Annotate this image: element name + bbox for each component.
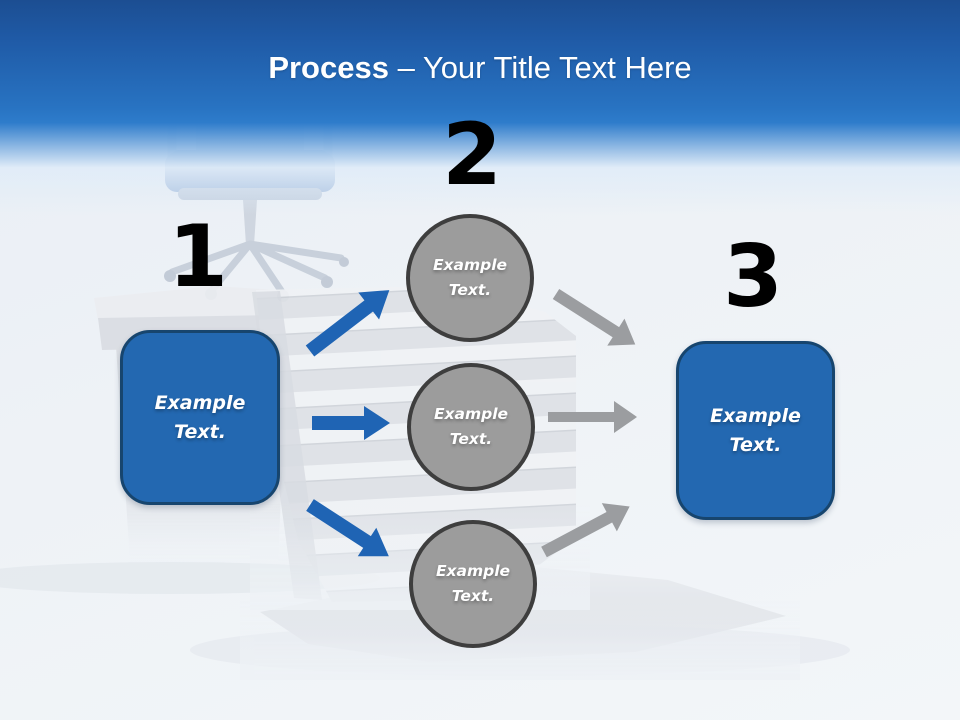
start-box-label: Example Text.	[154, 392, 246, 443]
title-emphasis: Process	[268, 50, 389, 85]
middle-circle-2-label: Example Text.	[433, 405, 509, 448]
step-number-3: 3	[723, 227, 783, 327]
middle-circle-1[interactable]: Example Text.	[406, 214, 534, 342]
end-box[interactable]: Example Text.	[676, 341, 835, 520]
middle-circle-2[interactable]: Example Text.	[407, 363, 535, 491]
step-number-1: 1	[168, 207, 228, 307]
title-rest: – Your Title Text Here	[388, 50, 692, 85]
header-band	[0, 0, 960, 215]
end-box-label: Example Text.	[710, 405, 801, 456]
middle-circle-3-label: Example Text.	[435, 562, 511, 605]
middle-circle-3[interactable]: Example Text.	[409, 520, 537, 648]
slide-title: Process – Your Title Text Here	[0, 48, 960, 88]
start-box[interactable]: Example Text.	[120, 330, 280, 505]
middle-circle-1-label: Example Text.	[432, 256, 508, 299]
step-number-2: 2	[442, 105, 502, 205]
